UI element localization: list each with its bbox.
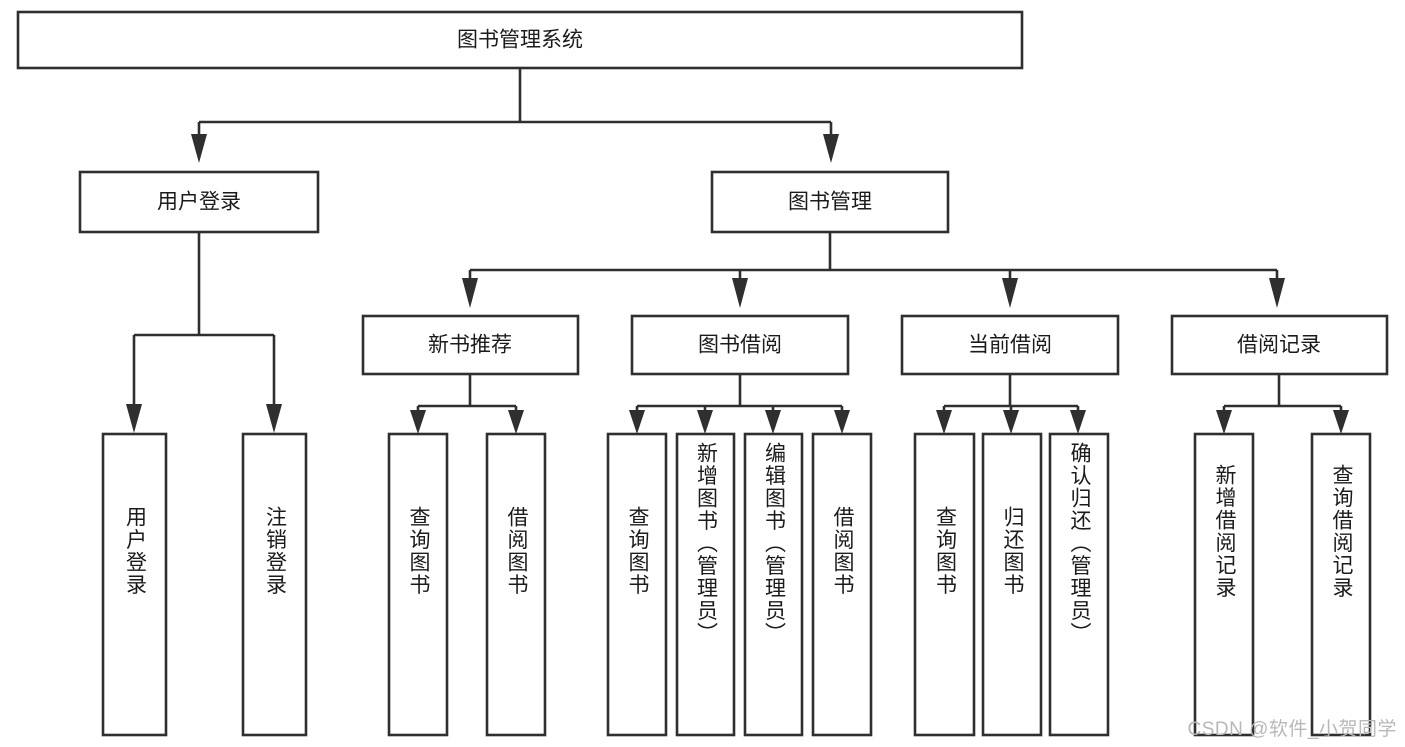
csdn-watermark: CSDN @软件_小贺同学: [1187, 719, 1397, 740]
node-borrow-record[interactable]: 借阅记录: [1170, 314, 1389, 376]
node-user-login-box[interactable]: [78, 170, 320, 234]
connector-new-book-recommend-to-leaves: [410, 374, 524, 434]
node-book-borrow[interactable]: 图书借阅: [630, 314, 850, 376]
arrowhead-to-user-login: [191, 134, 207, 163]
leaf-box-current-borrow-3[interactable]: [1048, 432, 1110, 737]
connector-book-manage-to-level3: [462, 232, 1285, 308]
arrowhead-to-book-manage: [823, 134, 839, 163]
leaf-box-book-borrow-3[interactable]: [743, 432, 804, 737]
leaf-box-user-login-2[interactable]: [241, 432, 308, 737]
node-root-box[interactable]: [16, 10, 1024, 70]
node-current-borrow-label: 当前借阅: [968, 334, 1052, 357]
connector-root-to-level2: [191, 68, 839, 163]
node-current-borrow[interactable]: 当前借阅: [900, 314, 1120, 376]
node-new-book-recommend-label: 新书推荐: [428, 334, 512, 357]
node-user-login-label: 用户登录: [157, 191, 241, 214]
leaf-box-borrow-record-2[interactable]: [1310, 432, 1372, 737]
connector-current-borrow-to-leaves: [936, 374, 1086, 434]
node-borrow-record-label: 借阅记录: [1237, 334, 1321, 357]
node-book-manage[interactable]: 图书管理: [710, 170, 950, 234]
node-new-book-recommend-box[interactable]: [361, 314, 580, 376]
connector-book-borrow-to-leaves: [629, 374, 850, 434]
node-root[interactable]: 图书管理系统: [16, 10, 1024, 70]
node-current-borrow-box[interactable]: [900, 314, 1120, 376]
connector-user-login-to-leaves: [126, 232, 282, 433]
leaf-box-book-borrow-1[interactable]: [606, 432, 668, 737]
leaf-box-new-book-2[interactable]: [485, 432, 547, 737]
node-book-manage-label: 图书管理: [788, 191, 872, 214]
node-book-borrow-label: 图书借阅: [698, 334, 782, 357]
leaf-box-current-borrow-2[interactable]: [981, 432, 1043, 737]
connector-borrow-record-to-leaves: [1216, 374, 1349, 434]
leaf-box-borrow-record-1[interactable]: [1193, 432, 1255, 737]
node-user-login[interactable]: 用户登录: [78, 170, 320, 234]
node-new-book-recommend[interactable]: 新书推荐: [361, 314, 580, 376]
node-root-label: 图书管理系统: [457, 29, 583, 52]
leaf-box-new-book-1[interactable]: [387, 432, 449, 737]
leaf-box-book-borrow-2[interactable]: [675, 432, 736, 737]
leaf-box-book-borrow-4[interactable]: [811, 432, 873, 737]
leaf-box-user-login-1[interactable]: [101, 432, 168, 737]
leaf-box-current-borrow-1[interactable]: [913, 432, 976, 737]
